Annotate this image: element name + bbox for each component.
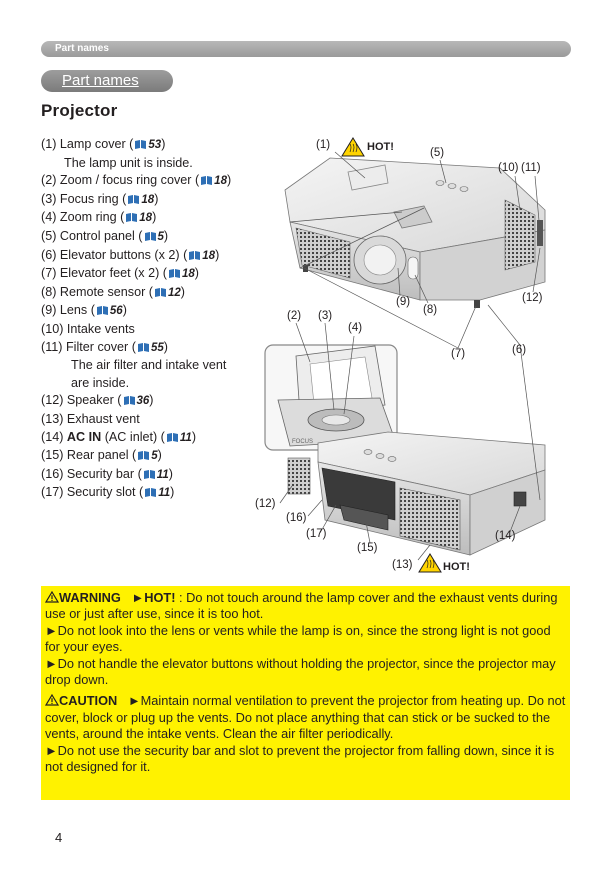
part-11: (11) Filter cover (55) xyxy=(41,339,168,354)
page-ref[interactable]: 12 xyxy=(167,286,181,299)
callout-2: (2) xyxy=(287,310,302,322)
page-ref[interactable]: 18 xyxy=(141,193,155,206)
book-icon xyxy=(137,342,149,352)
hot-surface-icon xyxy=(418,553,442,573)
part-12: (12) Speaker (36) xyxy=(41,393,154,408)
section-pill-text: Part names xyxy=(62,72,139,89)
callout-14: (14) xyxy=(495,530,516,542)
hot-surface-icon xyxy=(341,137,365,157)
part-10: (10) Intake vents xyxy=(41,321,135,336)
book-icon xyxy=(166,432,178,442)
page-ref[interactable]: 11 xyxy=(179,431,192,444)
page-ref[interactable]: 18 xyxy=(181,268,195,281)
part-11-note-1: The air filter and intake vent xyxy=(71,358,227,373)
warning-triangle-icon xyxy=(45,694,59,707)
section-title: Projector xyxy=(41,101,118,120)
parts-list: (1) Lamp cover (53) The lamp unit is ins… xyxy=(41,136,276,503)
running-header-text: Part names xyxy=(55,43,109,54)
part-5: (5) Control panel (5) xyxy=(41,228,169,243)
part-11-note-2: are inside. xyxy=(71,375,130,390)
part-9: (9) Lens (56) xyxy=(41,303,127,318)
page-number: 4 xyxy=(55,830,63,845)
warning-label: WARNING xyxy=(59,590,121,605)
warning-hot-paragraph: WARNING ►HOT! : Do not touch around the … xyxy=(45,590,566,623)
book-icon xyxy=(96,306,108,316)
hot-inline-label: ►HOT! xyxy=(131,590,176,605)
callout-4: (4) xyxy=(348,322,363,334)
callout-3: (3) xyxy=(318,310,333,322)
page-ref[interactable]: 56 xyxy=(109,305,123,318)
part-3: (3) Focus ring (18) xyxy=(41,191,159,206)
page-ref[interactable]: 53 xyxy=(148,139,162,151)
page-ref[interactable]: 18 xyxy=(214,175,227,188)
caution-security-paragraph: ►Do not use the security bar and slot to… xyxy=(45,742,555,775)
page-ref[interactable]: 18 xyxy=(202,249,216,262)
caution-label: CAUTION xyxy=(59,693,118,709)
rear-projector xyxy=(287,431,546,556)
page-ref[interactable]: 5 xyxy=(151,450,158,463)
book-icon xyxy=(145,488,157,498)
warning-box: WARNING ►HOT! : Do not touch around the … xyxy=(41,586,570,800)
part-13: (13) Exhaust vent xyxy=(41,411,140,426)
lens-cover-inset: FOCUS xyxy=(264,344,398,451)
page-ref[interactable]: 18 xyxy=(139,212,153,225)
part-8: (8) Remote sensor (12) xyxy=(41,284,185,299)
lens-cover-marking: FOCUS xyxy=(292,439,313,445)
page-ref[interactable]: 5 xyxy=(157,230,164,243)
hot-label-top: HOT! xyxy=(367,141,394,153)
caution-vent-paragraph: CAUTION ►Maintain normal ventilation to … xyxy=(45,693,566,742)
callout-12-front: (12) xyxy=(522,292,543,304)
book-icon xyxy=(128,194,140,204)
page-ref[interactable]: 36 xyxy=(136,395,150,408)
book-icon xyxy=(154,287,166,297)
page-ref[interactable]: 11 xyxy=(156,468,169,481)
callout-17: (17) xyxy=(306,528,327,540)
page-ref[interactable]: 55 xyxy=(150,341,164,354)
part-7: (7) Elevator feet (x 2) (18) xyxy=(41,266,199,281)
callout-9: (9) xyxy=(396,296,411,308)
ac-in-label: AC IN xyxy=(66,429,102,444)
hot-label-bottom: HOT! xyxy=(443,561,470,573)
callout-12-rear: (12) xyxy=(255,498,276,510)
callout-1: (1) xyxy=(316,139,331,151)
part-17: (17) Security slot (11) xyxy=(41,485,175,500)
book-icon xyxy=(126,213,138,223)
book-icon xyxy=(143,469,155,479)
callout-8: (8) xyxy=(423,304,438,316)
part-4: (4) Zoom ring (18) xyxy=(41,210,157,225)
page-ref[interactable]: 11 xyxy=(158,487,171,500)
warning-elevator-paragraph: ►Do not handle the elevator buttons with… xyxy=(45,655,556,688)
front-projector xyxy=(284,157,546,308)
caution-vent-text: ►Maintain normal ventilation to prevent … xyxy=(45,693,566,742)
warning-hot-text: : Do not touch around the lamp cover and… xyxy=(45,590,558,622)
book-icon xyxy=(144,231,156,241)
warning-triangle-icon xyxy=(45,591,59,603)
section-pill: Part names xyxy=(41,70,173,92)
book-icon xyxy=(138,451,150,461)
part-16: (16) Security bar (11) xyxy=(41,466,173,481)
callout-11: (11) xyxy=(521,162,541,174)
part-15: (15) Rear panel (5) xyxy=(41,448,162,463)
book-icon xyxy=(201,176,213,186)
part-2: (2) Zoom / focus ring cover (18) xyxy=(41,173,232,188)
callout-7: (7) xyxy=(451,348,466,360)
callout-16: (16) xyxy=(286,512,307,524)
book-icon xyxy=(123,396,135,406)
part-1-note: The lamp unit is inside. xyxy=(64,155,193,170)
book-icon xyxy=(168,269,180,279)
part-14: (14) AC IN (AC inlet) (11) xyxy=(41,429,197,444)
book-icon xyxy=(189,250,201,260)
callout-5: (5) xyxy=(430,147,445,159)
callout-15: (15) xyxy=(357,542,378,554)
callout-10: (10) xyxy=(498,162,519,174)
leader-lines xyxy=(279,151,541,561)
running-header: Part names xyxy=(41,41,571,57)
warning-lens-paragraph: ►Do not look into the lens or vents whil… xyxy=(45,622,551,655)
part-1: (1) Lamp cover (53) xyxy=(41,137,166,151)
callout-13: (13) xyxy=(392,559,413,571)
book-icon xyxy=(135,140,147,149)
callout-6: (6) xyxy=(512,344,527,356)
part-6: (6) Elevator buttons (x 2) (18) xyxy=(41,247,220,262)
